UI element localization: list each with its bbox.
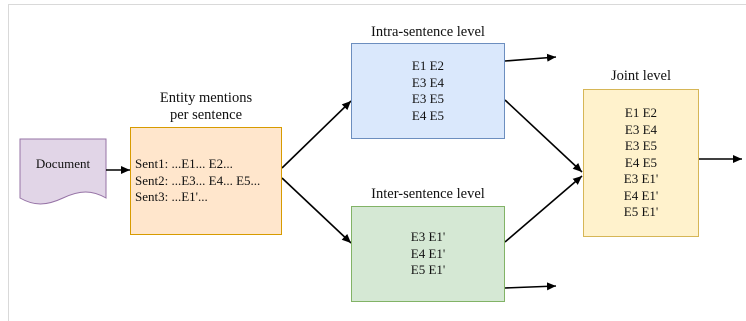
intra-sentence-box: E1 E2 E3 E4 E3 E5 E4 E5 — [351, 43, 505, 139]
inter-pair: E4 E1' — [410, 245, 446, 261]
intra-pair: E3 E5 — [411, 91, 445, 106]
joint-pair: E4 E1' — [623, 187, 659, 203]
arrow-intra-output — [504, 53, 557, 62]
joint-level-title: Joint level — [610, 68, 671, 84]
arrow-mentions-to-inter — [281, 177, 352, 244]
arrow-inter-to-joint — [504, 175, 583, 243]
document-label: Document — [35, 156, 91, 171]
arrow-intra-to-joint — [504, 99, 583, 173]
arrow-mentions-to-intra — [281, 100, 352, 169]
joint-pair: E4 E5 — [624, 154, 658, 170]
joint-pair: E1 E2 — [624, 105, 658, 121]
frame-top-line — [8, 4, 746, 5]
inter-sentence-title: Inter-sentence level — [371, 186, 485, 202]
joint-pair: E3 E4 — [624, 121, 658, 137]
intra-pair: E3 E4 — [411, 74, 445, 90]
intra-pair: E1 E2 — [411, 58, 445, 73]
inter-pair: E3 E1' — [410, 229, 446, 245]
entity-mentions-title: Entity mentions per sentence — [130, 90, 282, 124]
arrow-inter-output — [504, 282, 557, 291]
inter-pair: E5 E1' — [410, 262, 446, 278]
mentions-row: Sent1: ...E1... E2... — [135, 156, 233, 172]
entity-mentions-box: Sent1: ...E1... E2... Sent2: ...E3... E4… — [130, 127, 282, 235]
mentions-row: Sent2: ...E3... E4... E5... — [135, 172, 261, 188]
entity-mentions-title-line1: Entity mentions — [159, 90, 253, 106]
joint-pair: E3 E1' — [623, 171, 659, 187]
intra-pair: E4 E5 — [411, 107, 445, 123]
joint-pair: E5 E1' — [623, 204, 659, 220]
inter-sentence-box: E3 E1' E4 E1' E5 E1' — [351, 206, 505, 302]
frame-left-line — [8, 4, 9, 321]
mentions-row: Sent3: ...E1'... — [135, 189, 208, 205]
entity-mentions-title-line2: per sentence — [169, 107, 243, 123]
intra-sentence-title: Intra-sentence level — [371, 24, 485, 40]
joint-pair: E3 E5 — [624, 138, 658, 154]
document-shape — [19, 138, 107, 205]
joint-level-box: E1 E2 E3 E4 E3 E5 E4 E5 E3 E1' E4 E1' E5… — [583, 89, 699, 237]
